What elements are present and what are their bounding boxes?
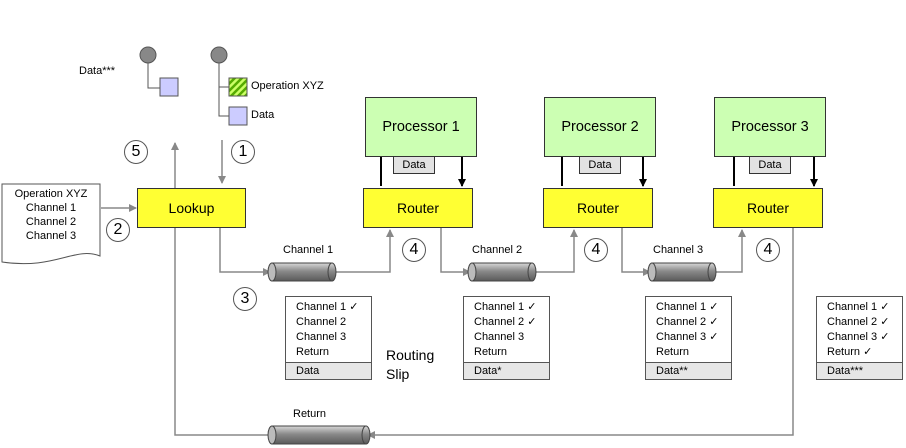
checkmark-icon: ✓ <box>877 301 890 313</box>
channel-2-label: Channel 2 <box>472 244 523 256</box>
checkmark-icon: ✓ <box>877 331 890 343</box>
channel-3-pipe <box>647 262 717 282</box>
processor-1-box: Processor 1 <box>365 97 477 157</box>
message-line: Channel 2 <box>25 216 77 228</box>
slip-row: Channel 2 <box>296 315 371 330</box>
step-4-badge: 4 <box>402 238 426 262</box>
channel-3-label: Channel 3 <box>653 244 704 256</box>
slip-row: Channel 3 ✓ <box>656 330 731 345</box>
slip-row-label: Channel 1 <box>296 301 347 313</box>
data-label: Data <box>251 109 275 121</box>
return-channel-label: Return <box>293 408 327 420</box>
slip-row-label: Channel 3 <box>474 331 525 343</box>
slip-row: Return <box>296 345 371 360</box>
slip-footer: Data* <box>464 362 549 379</box>
data-element-icon <box>159 77 179 97</box>
processor-3-data-chip: Data <box>749 156 791 174</box>
slip-row: Return <box>656 345 731 360</box>
slip-row: Return <box>474 345 549 360</box>
slip-row-label: Channel 1 <box>474 301 525 313</box>
slip-row: Channel 1 ✓ <box>296 300 371 315</box>
slip-row-label: Channel 3 <box>827 331 878 343</box>
channel-1-pipe <box>267 262 337 282</box>
step-4-badge: 4 <box>756 238 780 262</box>
message-document: Operation XYZ Channel 1 Channel 2 Channe… <box>2 185 100 265</box>
checkmark-icon: ✓ <box>706 301 719 313</box>
data-element-icon <box>228 106 248 126</box>
checkmark-icon: ✓ <box>524 316 537 328</box>
slip-footer: Data <box>286 362 371 379</box>
checkmark-icon: ✓ <box>706 331 719 343</box>
step-2-badge: 2 <box>106 218 130 242</box>
slip-row-label: Channel 2 <box>656 316 707 328</box>
slip-row: Channel 3 <box>296 330 371 345</box>
message-line: Channel 3 <box>25 230 77 242</box>
message-line: Operation XYZ <box>14 188 88 200</box>
checkmark-icon: ✓ <box>706 316 719 328</box>
routing-slip-label: Routing Slip <box>386 347 435 382</box>
processor-2-data-chip: Data <box>579 156 621 174</box>
router-1-box: Router <box>363 188 473 228</box>
checkmark-icon: ✓ <box>346 301 359 313</box>
tree-right <box>210 46 248 126</box>
slip-row-label: Channel 3 <box>656 331 707 343</box>
slip-row-label: Return <box>656 346 690 358</box>
step-3-badge: 3 <box>233 287 257 311</box>
slip-row: Channel 2 ✓ <box>474 315 549 330</box>
step-4-badge: 4 <box>584 238 608 262</box>
message-document-shape <box>1 183 101 265</box>
slip-row: Channel 2 ✓ <box>827 315 902 330</box>
slip-row: Channel 3 ✓ <box>827 330 902 345</box>
routing-slip-4: Channel 1 ✓Channel 2 ✓Channel 3 ✓Return … <box>816 296 903 380</box>
tree-left <box>139 46 179 97</box>
lookup-box: Lookup <box>137 188 246 228</box>
slip-row: Channel 3 <box>474 330 549 345</box>
slip-row-label: Return <box>296 346 330 358</box>
slip-row: Channel 2 ✓ <box>656 315 731 330</box>
processor-3-box: Processor 3 <box>714 97 826 157</box>
channel-1-label: Channel 1 <box>283 244 334 256</box>
slip-row: Channel 1 ✓ <box>656 300 731 315</box>
slip-row-label: Channel 1 <box>656 301 707 313</box>
slip-row-label: Channel 2 <box>474 316 525 328</box>
router-2-box: Router <box>543 188 653 228</box>
channel-2-pipe <box>467 262 537 282</box>
slip-row-label: Return <box>474 346 508 358</box>
processor-1-data-chip: Data <box>393 156 435 174</box>
router-3-box: Router <box>713 188 823 228</box>
operation-element-icon <box>228 77 248 97</box>
checkmark-icon: ✓ <box>877 316 890 328</box>
slip-row-label: Channel 1 <box>827 301 878 313</box>
slip-row-label: Channel 2 <box>296 316 347 328</box>
tree-left-label: Data*** <box>79 65 116 77</box>
slip-row: Return ✓ <box>827 345 902 360</box>
return-channel-pipe <box>267 425 371 445</box>
slip-row-label: Channel 2 <box>827 316 878 328</box>
message-line: Channel 1 <box>25 202 77 214</box>
checkmark-icon: ✓ <box>524 301 537 313</box>
step-1-badge: 1 <box>231 140 255 164</box>
checkmark-icon: ✓ <box>860 346 873 358</box>
slip-row-label: Channel 3 <box>296 331 347 343</box>
slip-row: Channel 1 ✓ <box>474 300 549 315</box>
slip-footer: Data*** <box>817 362 902 379</box>
step-5-badge: 5 <box>124 140 148 164</box>
operation-label: Operation XYZ <box>251 80 324 92</box>
processor-2-box: Processor 2 <box>544 97 656 157</box>
slip-row: Channel 1 ✓ <box>827 300 902 315</box>
slip-footer: Data** <box>646 362 731 379</box>
slip-row-label: Return <box>827 346 861 358</box>
